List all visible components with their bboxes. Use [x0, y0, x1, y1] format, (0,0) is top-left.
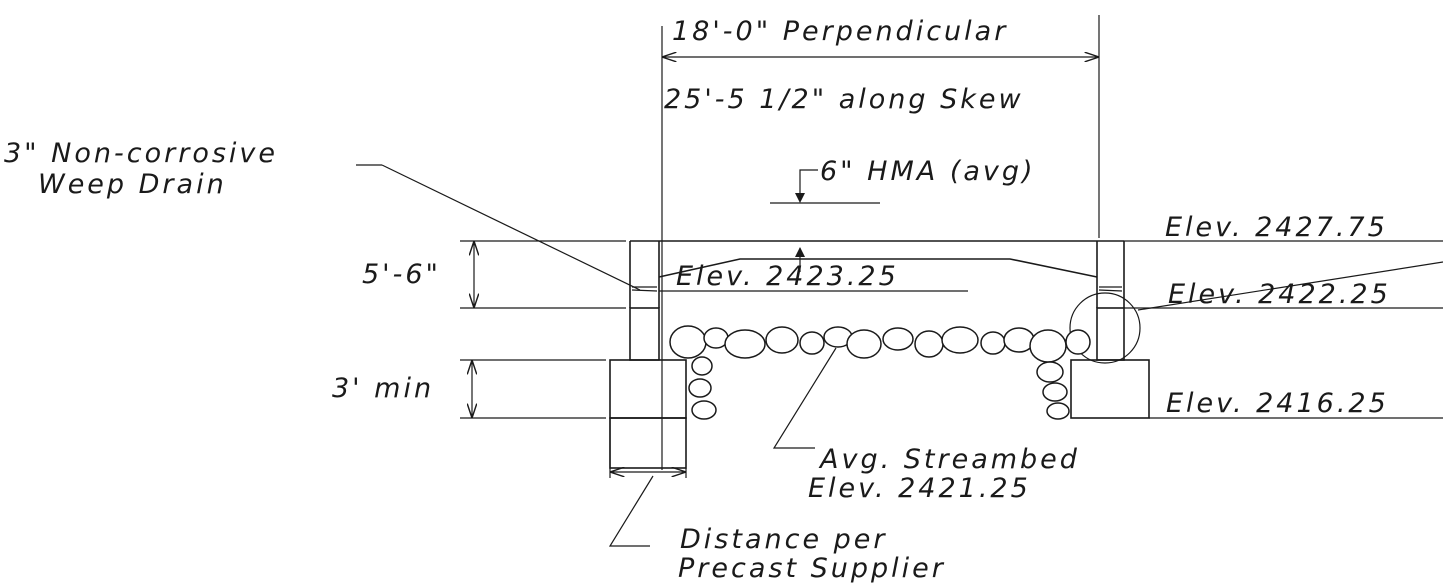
span-dimension: 18'-0" Perpendicular 25'-5 1/2" along Sk… [661, 15, 1100, 470]
elev-bearing-label: Elev. 2422.25 [1168, 279, 1391, 310]
streambed-riprap [669, 325, 1091, 420]
footing-embedment-label: 3' min [332, 373, 434, 404]
elev-top-label: Elev. 2427.75 [1165, 212, 1388, 243]
streambed-callout: Avg. Streambed Elev. 2421.25 [772, 347, 1080, 504]
weep-drain-label-line1: 3" Non-corrosive [4, 138, 278, 169]
footing-embedment-dimension: 3' min [332, 359, 606, 419]
precast-box-culvert [609, 240, 1443, 469]
hma-label: 6" HMA (avg) [820, 156, 1036, 187]
span-along-skew-label: 25'-5 1/2" along Skew [664, 84, 1024, 115]
elevation-labels: Elev. 2427.75 Elev. 2423.25 Elev. 2422.2… [659, 212, 1443, 419]
weep-drain-label-line2: Weep Drain [38, 169, 227, 200]
elev-footing-label: Elev. 2416.25 [1166, 388, 1389, 419]
streambed-label-line2: Elev. 2421.25 [808, 473, 1031, 504]
footing-width-label-line1: Distance per [680, 524, 888, 555]
footing-width-callout: Distance per Precast Supplier [608, 418, 946, 584]
hma-callout: 6" HMA (avg) [770, 156, 1036, 272]
span-perpendicular-label: 18'-0" Perpendicular [672, 16, 1008, 47]
structure-depth-label: 5'-6" [362, 259, 441, 290]
streambed-label-line1: Avg. Streambed [818, 444, 1080, 475]
structure-depth-dimension: 5'-6" [362, 240, 626, 309]
footing-width-label-line2: Precast Supplier [678, 553, 946, 584]
weep-drain-callout: 3" Non-corrosive Weep Drain [4, 138, 641, 291]
elev-bottom-slab-label: Elev. 2423.25 [676, 261, 899, 292]
